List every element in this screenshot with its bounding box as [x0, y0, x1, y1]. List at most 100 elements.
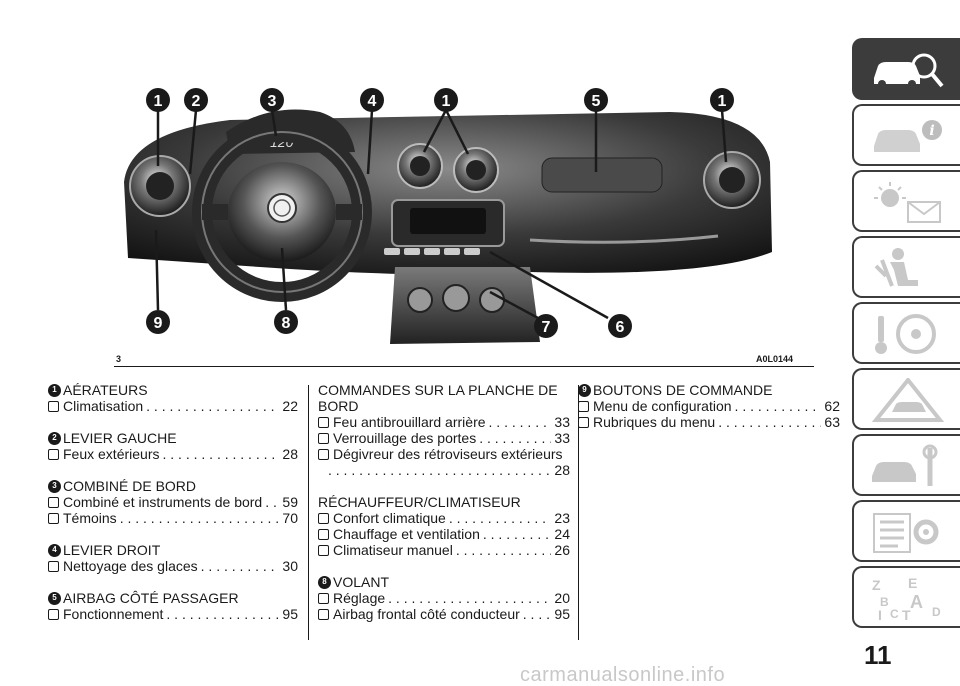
warning-lights-message-icon — [874, 182, 941, 223]
tab-starting-driving[interactable] — [852, 302, 960, 364]
index-entry[interactable]: Menu de configuration62 — [578, 398, 840, 414]
page-ref: 95 — [554, 606, 570, 622]
svg-text:B: B — [880, 595, 889, 609]
callout-badge: 3 — [260, 88, 284, 112]
index-entry[interactable]: Combiné et instruments de bord59 — [48, 494, 298, 510]
index-entry-continued[interactable]: 28 — [318, 462, 570, 478]
section-title: AÉRATEURS — [63, 382, 148, 398]
tab-warning-lights[interactable] — [852, 170, 960, 232]
index-column-2: COMMANDES SUR LA PLANCHE DE BORD Feu ant… — [318, 382, 570, 638]
checkbox-icon — [48, 609, 59, 620]
page-ref: 24 — [554, 526, 570, 542]
index-entry[interactable]: Verrouillage des portes33 — [318, 430, 570, 446]
checkbox-icon — [578, 417, 589, 428]
index-entry[interactable]: Fonctionnement95 — [48, 606, 298, 622]
car-info-search-icon — [874, 53, 944, 88]
svg-text:i: i — [929, 123, 934, 139]
page-ref: 28 — [282, 446, 298, 462]
callout-badge: 8 — [274, 310, 298, 334]
page-ref: 63 — [824, 414, 840, 430]
svg-text:3: 3 — [268, 93, 277, 110]
section-title-continued: BORD — [318, 398, 359, 414]
page-ref: 62 — [824, 398, 840, 414]
page-ref: 22 — [282, 398, 298, 414]
index-entry[interactable]: Rubriques du menu63 — [578, 414, 840, 430]
watermark: carmanualsonline.info — [520, 664, 726, 686]
checkbox-icon — [48, 401, 59, 412]
svg-text:2: 2 — [192, 93, 201, 110]
index-entry[interactable]: Réglage20 — [318, 590, 570, 606]
checkbox-icon — [48, 497, 59, 508]
section-number-badge: 1 — [48, 383, 61, 397]
index-entry[interactable]: Confort climatique23 — [318, 510, 570, 526]
dashboard-figure: 120 1 2 3 — [110, 62, 816, 362]
index-entry[interactable]: Climatisation22 — [48, 398, 298, 414]
figure-code: A0L0144 — [756, 354, 794, 364]
callout-badge: 1 — [710, 88, 734, 112]
section-number-badge: 9 — [578, 383, 591, 397]
callout-badge: 7 — [534, 314, 558, 338]
section-title: COMBINÉ DE BORD — [63, 478, 197, 494]
section-title: AIRBAG CÔTÉ PASSAGER — [63, 590, 239, 606]
svg-text:8: 8 — [282, 315, 291, 332]
brand-emblem — [267, 193, 297, 223]
tab-car-info[interactable]: i — [852, 104, 960, 166]
callout-badge: 4 — [360, 88, 384, 112]
index-section: RÉCHAUFFEUR/CLIMATISEUR Confort climatiq… — [318, 494, 570, 558]
tab-car-info-search[interactable] — [852, 38, 960, 100]
tab-emergency[interactable] — [852, 368, 960, 430]
callout-badge: 6 — [608, 314, 632, 338]
index-entry[interactable]: Chauffage et ventilation24 — [318, 526, 570, 542]
callout-badge: 9 — [146, 310, 170, 334]
checkbox-icon — [48, 449, 59, 460]
svg-text:1: 1 — [442, 93, 451, 110]
tab-servicing[interactable] — [852, 434, 960, 496]
index-entry[interactable]: Dégivreur des rétroviseurs extérieurs — [318, 446, 570, 462]
page-ref: 95 — [282, 606, 298, 622]
svg-text:4: 4 — [368, 93, 377, 110]
index-entry[interactable]: Témoins70 — [48, 510, 298, 526]
dashboard-illustration: 120 1 2 3 — [124, 88, 772, 344]
section-title: VOLANT — [333, 574, 390, 590]
svg-text:D: D — [932, 605, 941, 619]
section-title: LEVIER GAUCHE — [63, 430, 177, 446]
checkbox-icon — [318, 593, 329, 604]
checkbox-icon — [318, 513, 329, 524]
page-ref: 26 — [554, 542, 570, 558]
tab-index[interactable]: Z E B A D I C T — [852, 566, 960, 628]
tab-technical-data[interactable] — [852, 500, 960, 562]
page-ref: 33 — [554, 430, 570, 446]
index-entry[interactable]: Feu antibrouillard arrière33 — [318, 414, 570, 430]
svg-text:I: I — [878, 607, 882, 622]
steering-wheel — [192, 122, 372, 302]
section-number-badge: 4 — [48, 543, 61, 557]
checkbox-icon — [318, 609, 329, 620]
index-entry[interactable]: Climatiseur manuel26 — [318, 542, 570, 558]
svg-text:6: 6 — [616, 319, 625, 336]
svg-text:1: 1 — [154, 93, 163, 110]
index-section: COMMANDES SUR LA PLANCHE DE BORD Feu ant… — [318, 382, 570, 478]
section-number-badge: 8 — [318, 575, 331, 589]
checkbox-icon — [318, 449, 329, 460]
svg-text:1: 1 — [718, 93, 727, 110]
technical-data-gear-icon — [873, 513, 939, 553]
column-divider — [578, 385, 579, 640]
svg-text:T: T — [902, 607, 911, 622]
tab-safety[interactable] — [852, 236, 960, 298]
index-entry[interactable]: Airbag frontal côté conducteur95 — [318, 606, 570, 622]
car-service-tools-icon — [872, 444, 938, 486]
section-title: LEVIER DROIT — [63, 542, 161, 558]
checkbox-icon — [318, 545, 329, 556]
section-number-badge: 5 — [48, 591, 61, 605]
callout-lines — [154, 109, 728, 320]
index-entry[interactable]: Feux extérieurs28 — [48, 446, 298, 462]
page-number: 11 — [864, 640, 892, 670]
svg-text:Z: Z — [872, 577, 881, 593]
steering-wheel-key-icon — [875, 314, 936, 354]
figure-divider — [114, 366, 814, 367]
index-entry[interactable]: Nettoyage des glaces30 — [48, 558, 298, 574]
